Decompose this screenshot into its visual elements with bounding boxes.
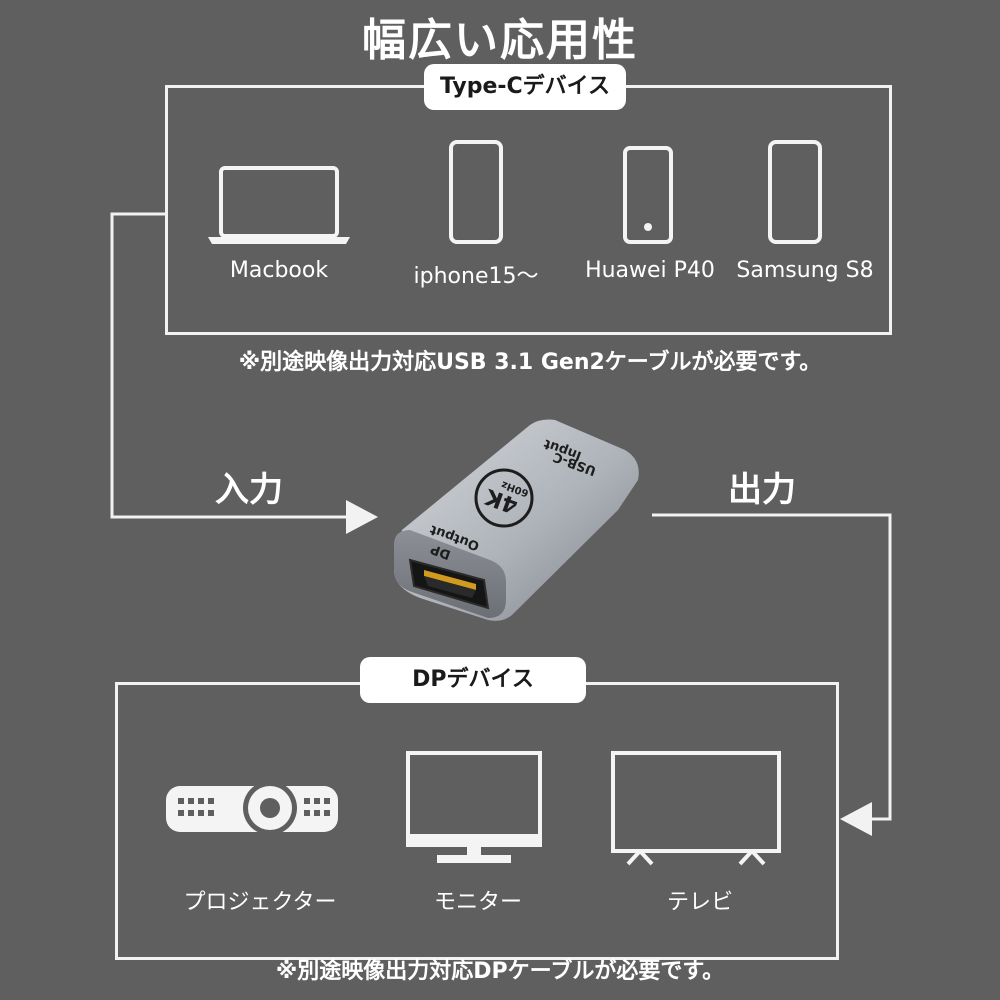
device-label-monitor: モニター xyxy=(433,890,522,915)
device-label-tv: テレビ xyxy=(666,890,733,915)
projector-icon xyxy=(166,781,338,835)
adapter-dp-text: DP xyxy=(429,541,453,562)
device-label-iphone: iphone15～ xyxy=(413,264,539,289)
output-label: 出力 xyxy=(728,470,796,510)
device-label-projector: プロジェクター xyxy=(183,890,337,915)
laptop-icon xyxy=(208,166,350,244)
device-label-huawei: Huawei P40 xyxy=(585,258,715,283)
tv-icon xyxy=(611,751,781,866)
phone-icon xyxy=(449,140,503,244)
typec-device-label: Type-Cデバイス xyxy=(424,64,626,110)
badge-4k-icon xyxy=(474,468,534,528)
dp-cable-note: ※別途映像出力対応DPケーブルが必要です。 xyxy=(275,959,725,984)
adapter-image: USB-C Input 4K 60Hz DP Output xyxy=(394,419,639,621)
phone-icon xyxy=(768,140,822,244)
monitor-icon xyxy=(406,751,542,863)
phone-icon xyxy=(623,146,673,244)
input-label: 入力 xyxy=(215,470,283,510)
dp-device-label: DPデバイス xyxy=(360,657,586,703)
device-label-macbook: Macbook xyxy=(229,258,329,283)
page-title: 幅広い応用性 xyxy=(362,15,638,66)
device-label-samsung: Samsung S8 xyxy=(736,258,874,283)
typec-cable-note: ※別途映像出力対応USB 3.1 Gen2ケーブルが必要です。 xyxy=(238,350,822,375)
